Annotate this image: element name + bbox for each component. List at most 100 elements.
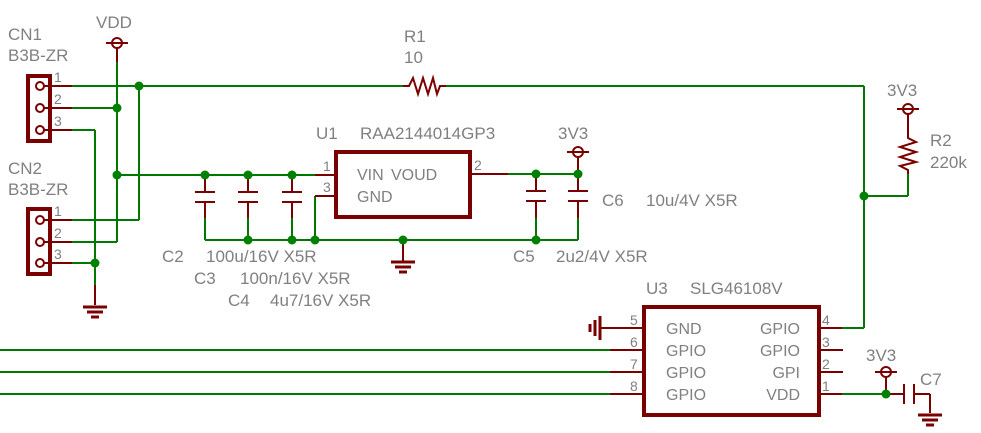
c5-ref: C5 [513,247,535,266]
resistor-zigzag-icon [896,134,920,174]
u1-vin-label: VIN [357,167,384,184]
v3v3-u1-label: 3V3 [558,124,588,143]
cn2-pin3-pad-icon [35,258,45,268]
cn1-pin3-pad-icon [35,125,45,135]
u1-ref: U1 [316,124,338,143]
u3-right-pin-name: GPI [772,365,800,382]
u3-left-pin-name: GPIO [666,343,706,360]
junction-dot [112,170,122,180]
u3-left-pin-name: GPIO [666,387,706,404]
capacitor-c4: C4 4u7/16V X5R [228,175,371,310]
junction-dot [859,191,869,201]
ground-icon [83,305,107,319]
cn1-pin2-num: 2 [54,91,62,107]
r2-ref: R2 [930,131,952,150]
v3v3-r2-label: 3V3 [887,81,917,100]
cn2-ref: CN2 [8,159,42,178]
junction-dot [573,169,583,179]
u3-left-pin-name: GND [666,321,702,338]
wires [0,52,909,395]
u3-right-pin-num: 1 [822,378,830,394]
u3-right-pin-num: 3 [822,334,830,350]
junction-dot [243,235,253,245]
c3-value: 100n/16V X5R [240,269,351,288]
u3-right-pin-name: GPIO [760,343,800,360]
cn1-ref: CN1 [8,25,42,44]
r1-ref: R1 [404,27,426,46]
resistor-r1: R1 10 [403,27,446,98]
junction-dot [200,170,210,180]
resistor-zigzag-icon [403,74,446,98]
u3-right-pin-num: 2 [822,356,830,372]
c4-ref: C4 [228,291,250,310]
cn1-pin1-pad-icon [35,81,45,91]
junction-dot [287,170,297,180]
ground-icon [918,413,942,427]
u3-right-pin-name: VDD [766,387,800,404]
junction-dot [287,235,297,245]
cn2-pin2-pad-icon [35,237,45,247]
c6-ref: C6 [602,191,624,210]
cn2-pin3-num: 3 [54,246,62,262]
junction-dot [90,258,100,268]
v3v3-c7-label: 3V3 [866,346,896,365]
r2-value: 220k [930,153,967,172]
ground-icon [588,316,602,340]
cn1-value: B3B-ZR [8,46,68,65]
capacitor-c2: C2 100u/16V X5R [162,175,317,266]
junction-dot [134,81,144,91]
junction-dot [243,170,253,180]
ground-cn [83,285,107,319]
junctions [90,81,891,399]
c7-ref: C7 [920,370,942,389]
power-3v3-u1: 3V3 [558,124,589,174]
c2-value: 100u/16V X5R [206,247,317,266]
c2-ref: C2 [162,247,184,266]
capacitor-c6: C6 10u/4V X5R [568,174,738,218]
u3-left-pin-num: 6 [630,334,638,350]
c4-value: 4u7/16V X5R [270,291,371,310]
u3-body [642,305,821,417]
junction-dot [881,389,891,399]
cn1-pin1-num: 1 [54,69,62,85]
u1-body [334,150,472,219]
cn2-pin1-pad-icon [35,215,45,225]
vdd-label: VDD [96,13,132,32]
junction-dot [310,235,320,245]
u1-pin3-num: 3 [323,179,331,195]
c5-value: 2u2/4V X5R [556,247,648,266]
ground-icon [391,260,415,274]
ic-u3: U3 SLG46108V 5 6 7 8 GND GPIO GPIO GPIO … [610,279,843,417]
u3-right-pin-num: 4 [822,312,830,328]
u3-value: SLG46108V [690,279,783,298]
ground-u3 [588,316,620,340]
cn2-value: B3B-ZR [8,180,68,199]
connector-cn1: CN1 B3B-ZR 1 2 3 [8,25,72,143]
u3-left-pin-num: 8 [630,378,638,394]
cn1-pin2-pad-icon [35,103,45,113]
u1-pin2-num: 2 [474,157,482,173]
capacitor-c5: C5 2u2/4V X5R [513,174,648,266]
power-vdd: VDD [96,13,132,62]
c3-ref: C3 [194,269,216,288]
u3-ref: U3 [646,279,668,298]
resistor-r2: R2 220k [896,131,967,174]
u3-right-pin-name: GPIO [760,321,800,338]
connector-cn2: CN2 B3B-ZR 1 2 3 [8,159,72,276]
u1-voud-label: VOUD [391,167,437,184]
capacitor-c3: C3 100n/16V X5R [194,175,351,288]
power-3v3-c7: 3V3 [866,346,897,394]
junction-dot [398,235,408,245]
ic-u1: U1 RAA2144014GP3 1 3 2 VIN VOUD GND [315,124,508,219]
junction-dot [531,235,541,245]
u1-value: RAA2144014GP3 [360,124,495,143]
junction-dot [531,169,541,179]
u1-gnd-label: GND [357,189,393,206]
cn2-pin2-num: 2 [54,225,62,241]
r1-value: 10 [404,48,423,67]
u1-pin1-num: 1 [323,158,331,174]
u3-left-pin-num: 5 [630,312,638,328]
ground-u1 [391,240,415,274]
ground-c7 [915,393,942,427]
